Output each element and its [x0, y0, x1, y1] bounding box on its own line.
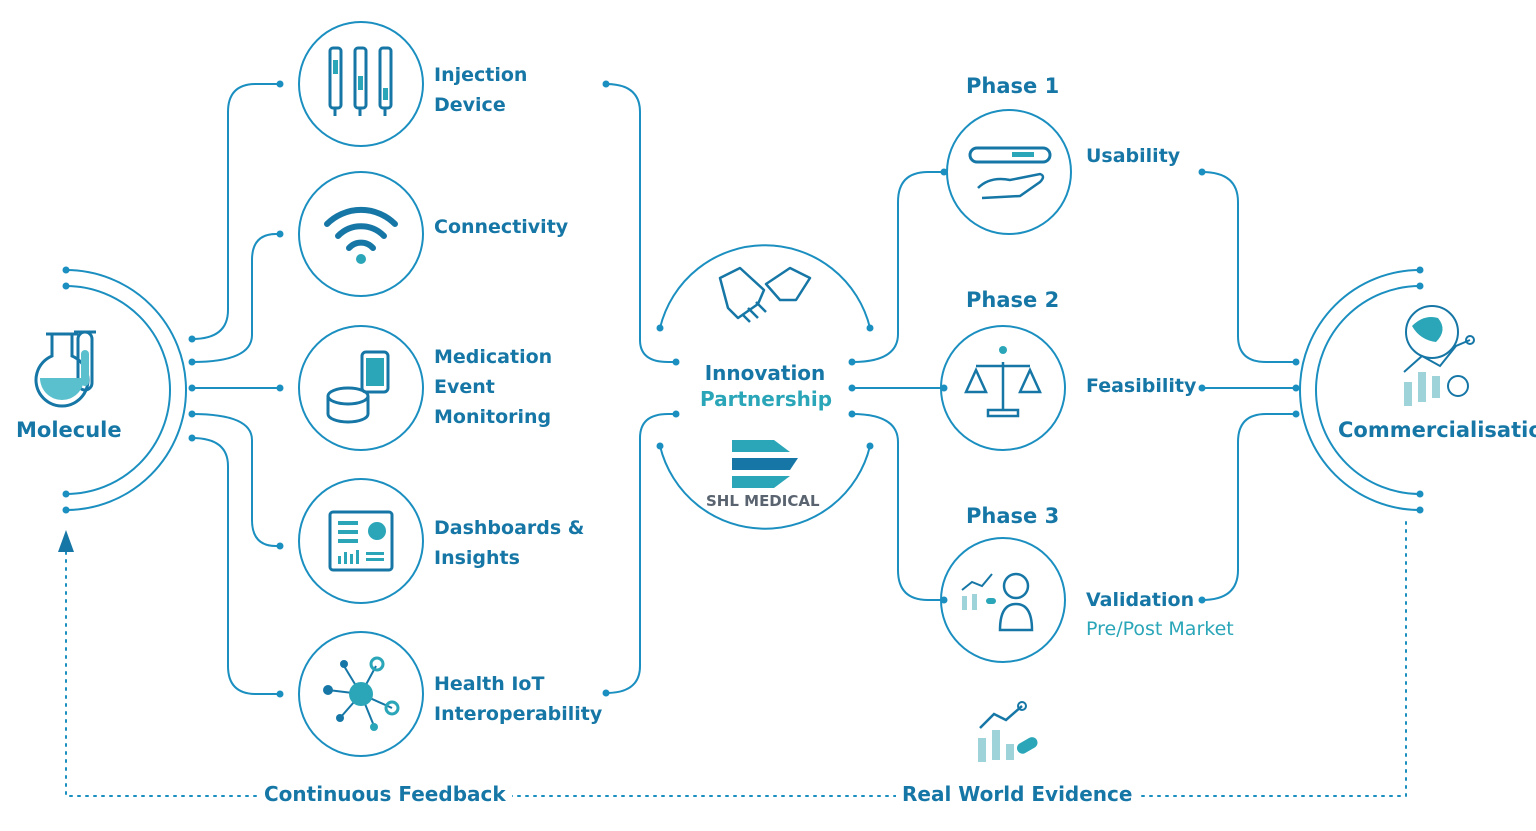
- label-line: Event: [434, 376, 495, 398]
- phase3-title: Phase 3: [966, 504, 1060, 528]
- label-line: Injection: [434, 64, 528, 86]
- connector-bottom-to-hub: [605, 413, 676, 694]
- shl-medical-logo-text: SHL MEDICAL: [706, 492, 820, 510]
- connectivity-label: Connectivity: [434, 212, 568, 242]
- connector-connectivity: [191, 233, 280, 363]
- hub-title-line2: Partnership: [700, 387, 833, 411]
- health-iot-circle: [298, 631, 424, 757]
- shl-logo-icon: [732, 440, 798, 488]
- connector-hub-phase1: [851, 171, 944, 363]
- dashboards-insights-label: Dashboards & Insights: [434, 513, 584, 573]
- real-world-evidence-label: Real World Evidence: [896, 782, 1139, 806]
- connector-dashboards: [191, 413, 280, 547]
- commercialisation-outer-arc: [1299, 269, 1421, 511]
- continuous-feedback-label: Continuous Feedback: [258, 782, 512, 806]
- molecule-inner-arc: [65, 285, 171, 495]
- smart-device-icon: [326, 350, 390, 424]
- feasibility-label: Feasibility: [1086, 375, 1197, 397]
- connectivity-circle: [298, 171, 424, 297]
- injection-pens-icon: [328, 46, 393, 116]
- phase2-title: Phase 2: [966, 288, 1060, 312]
- connector-usability: [1201, 171, 1296, 363]
- dashboards-circle: [298, 478, 424, 604]
- wifi-icon: [324, 206, 398, 251]
- label-line: Device: [434, 94, 506, 116]
- hub-bottom-arc: [659, 445, 871, 530]
- medication-event-monitoring-label: Medication Event Monitoring: [434, 342, 552, 432]
- feedback-arrow-icon: [58, 530, 74, 552]
- commercialisation-inner-arc: [1315, 285, 1421, 495]
- label-line: Medication: [434, 346, 553, 368]
- commercialisation-label: Commercialisation: [1338, 418, 1536, 442]
- analytics-pill-icon: [978, 701, 1038, 762]
- person-analytics-icon: [961, 572, 1034, 632]
- globe-growth-icon: [1403, 305, 1475, 406]
- connector-health-iot: [191, 437, 280, 695]
- hub-title-line1: Innovation: [704, 361, 826, 385]
- dashboard-icon: [328, 510, 394, 572]
- phase1-circle: [946, 109, 1072, 235]
- health-iot-label: Health IoT Interoperability: [434, 669, 602, 729]
- injection-device-label: Injection Device: [434, 60, 527, 120]
- validation-sub-label: Pre/Post Market: [1086, 618, 1234, 640]
- feedback-loop-line: [65, 519, 1407, 797]
- medication-circle: [298, 325, 424, 451]
- connector-validation: [1201, 413, 1296, 601]
- balance-scale-icon: [964, 346, 1042, 418]
- phase3-circle: [940, 537, 1066, 663]
- label-line: Connectivity: [434, 216, 569, 238]
- connector-hub-phase3: [851, 413, 944, 601]
- hub-top-arc: [659, 244, 871, 329]
- label-line: Interoperability: [434, 703, 603, 725]
- handshake-icon: [718, 266, 812, 323]
- molecule-label: Molecule: [16, 418, 122, 442]
- usability-label: Usability: [1086, 145, 1181, 167]
- phase1-title: Phase 1: [966, 74, 1060, 98]
- connector-top-to-hub: [605, 83, 676, 363]
- pen-in-hand-icon: [968, 146, 1052, 200]
- label-line: Insights: [434, 547, 520, 569]
- network-nodes-icon: [323, 656, 400, 731]
- connector-injection: [191, 83, 280, 340]
- label-line: Health IoT: [434, 673, 545, 695]
- validation-label: Validation: [1086, 589, 1195, 611]
- injection-circle: [298, 21, 424, 147]
- label-line: Dashboards &: [434, 517, 585, 539]
- molecule-outer-arc: [65, 269, 187, 511]
- label-line: Monitoring: [434, 406, 552, 428]
- innovation-partnership-title: Innovation Partnership: [700, 360, 833, 412]
